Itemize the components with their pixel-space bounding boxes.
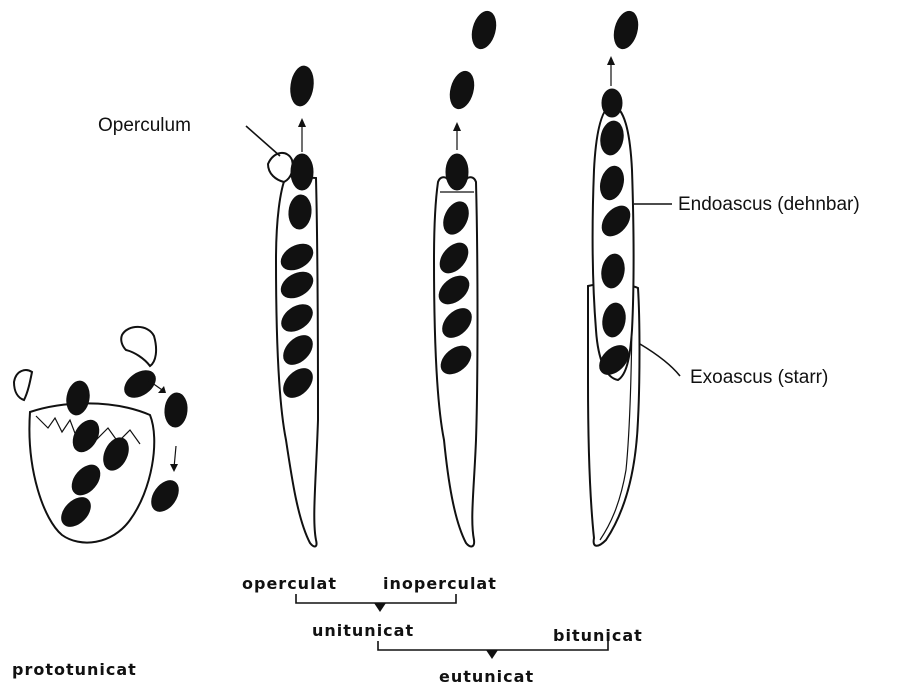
- spore: [446, 69, 477, 111]
- unitunicat-label: unitunicat: [312, 621, 414, 640]
- prototunicate-ascus: [14, 327, 188, 543]
- inoperculat-label: inoperculat: [383, 574, 497, 593]
- arrowhead: [607, 56, 615, 65]
- wall-fragment-top: [121, 327, 156, 366]
- exoascus-label: Exoascus (starr): [690, 367, 828, 388]
- operculum-lid: [268, 153, 293, 182]
- spore: [610, 9, 641, 51]
- spore: [446, 154, 468, 190]
- bracket-point: [486, 650, 498, 659]
- operculat-label: operculat: [242, 574, 337, 593]
- wall-fragment-left: [14, 370, 32, 400]
- spore: [164, 392, 189, 428]
- spore: [602, 89, 622, 117]
- operculum-label: Operculum: [98, 115, 191, 136]
- operculum-leader-line: [246, 126, 280, 156]
- spore: [146, 476, 184, 516]
- bitunicat-label: bitunicat: [553, 626, 643, 645]
- spore: [288, 65, 315, 108]
- arrowhead: [453, 122, 461, 131]
- operculate-ascus: [268, 65, 318, 547]
- arrowhead: [298, 118, 306, 127]
- spore: [468, 9, 499, 51]
- eutunicat-label: eutunicat: [439, 667, 534, 686]
- spore: [291, 154, 313, 190]
- inoperculate-ascus: [434, 9, 500, 547]
- bracket-point: [374, 603, 386, 612]
- endoascus-label: Endoascus (dehnbar): [678, 194, 860, 215]
- arrowhead: [170, 464, 178, 472]
- exoascus-leader-line: [640, 344, 680, 376]
- prototunicat-label: prototunicat: [12, 660, 137, 679]
- operculat-inoperculat-bracket: [296, 594, 456, 603]
- arrowhead: [158, 386, 166, 393]
- bitunicate-ascus: [588, 9, 642, 546]
